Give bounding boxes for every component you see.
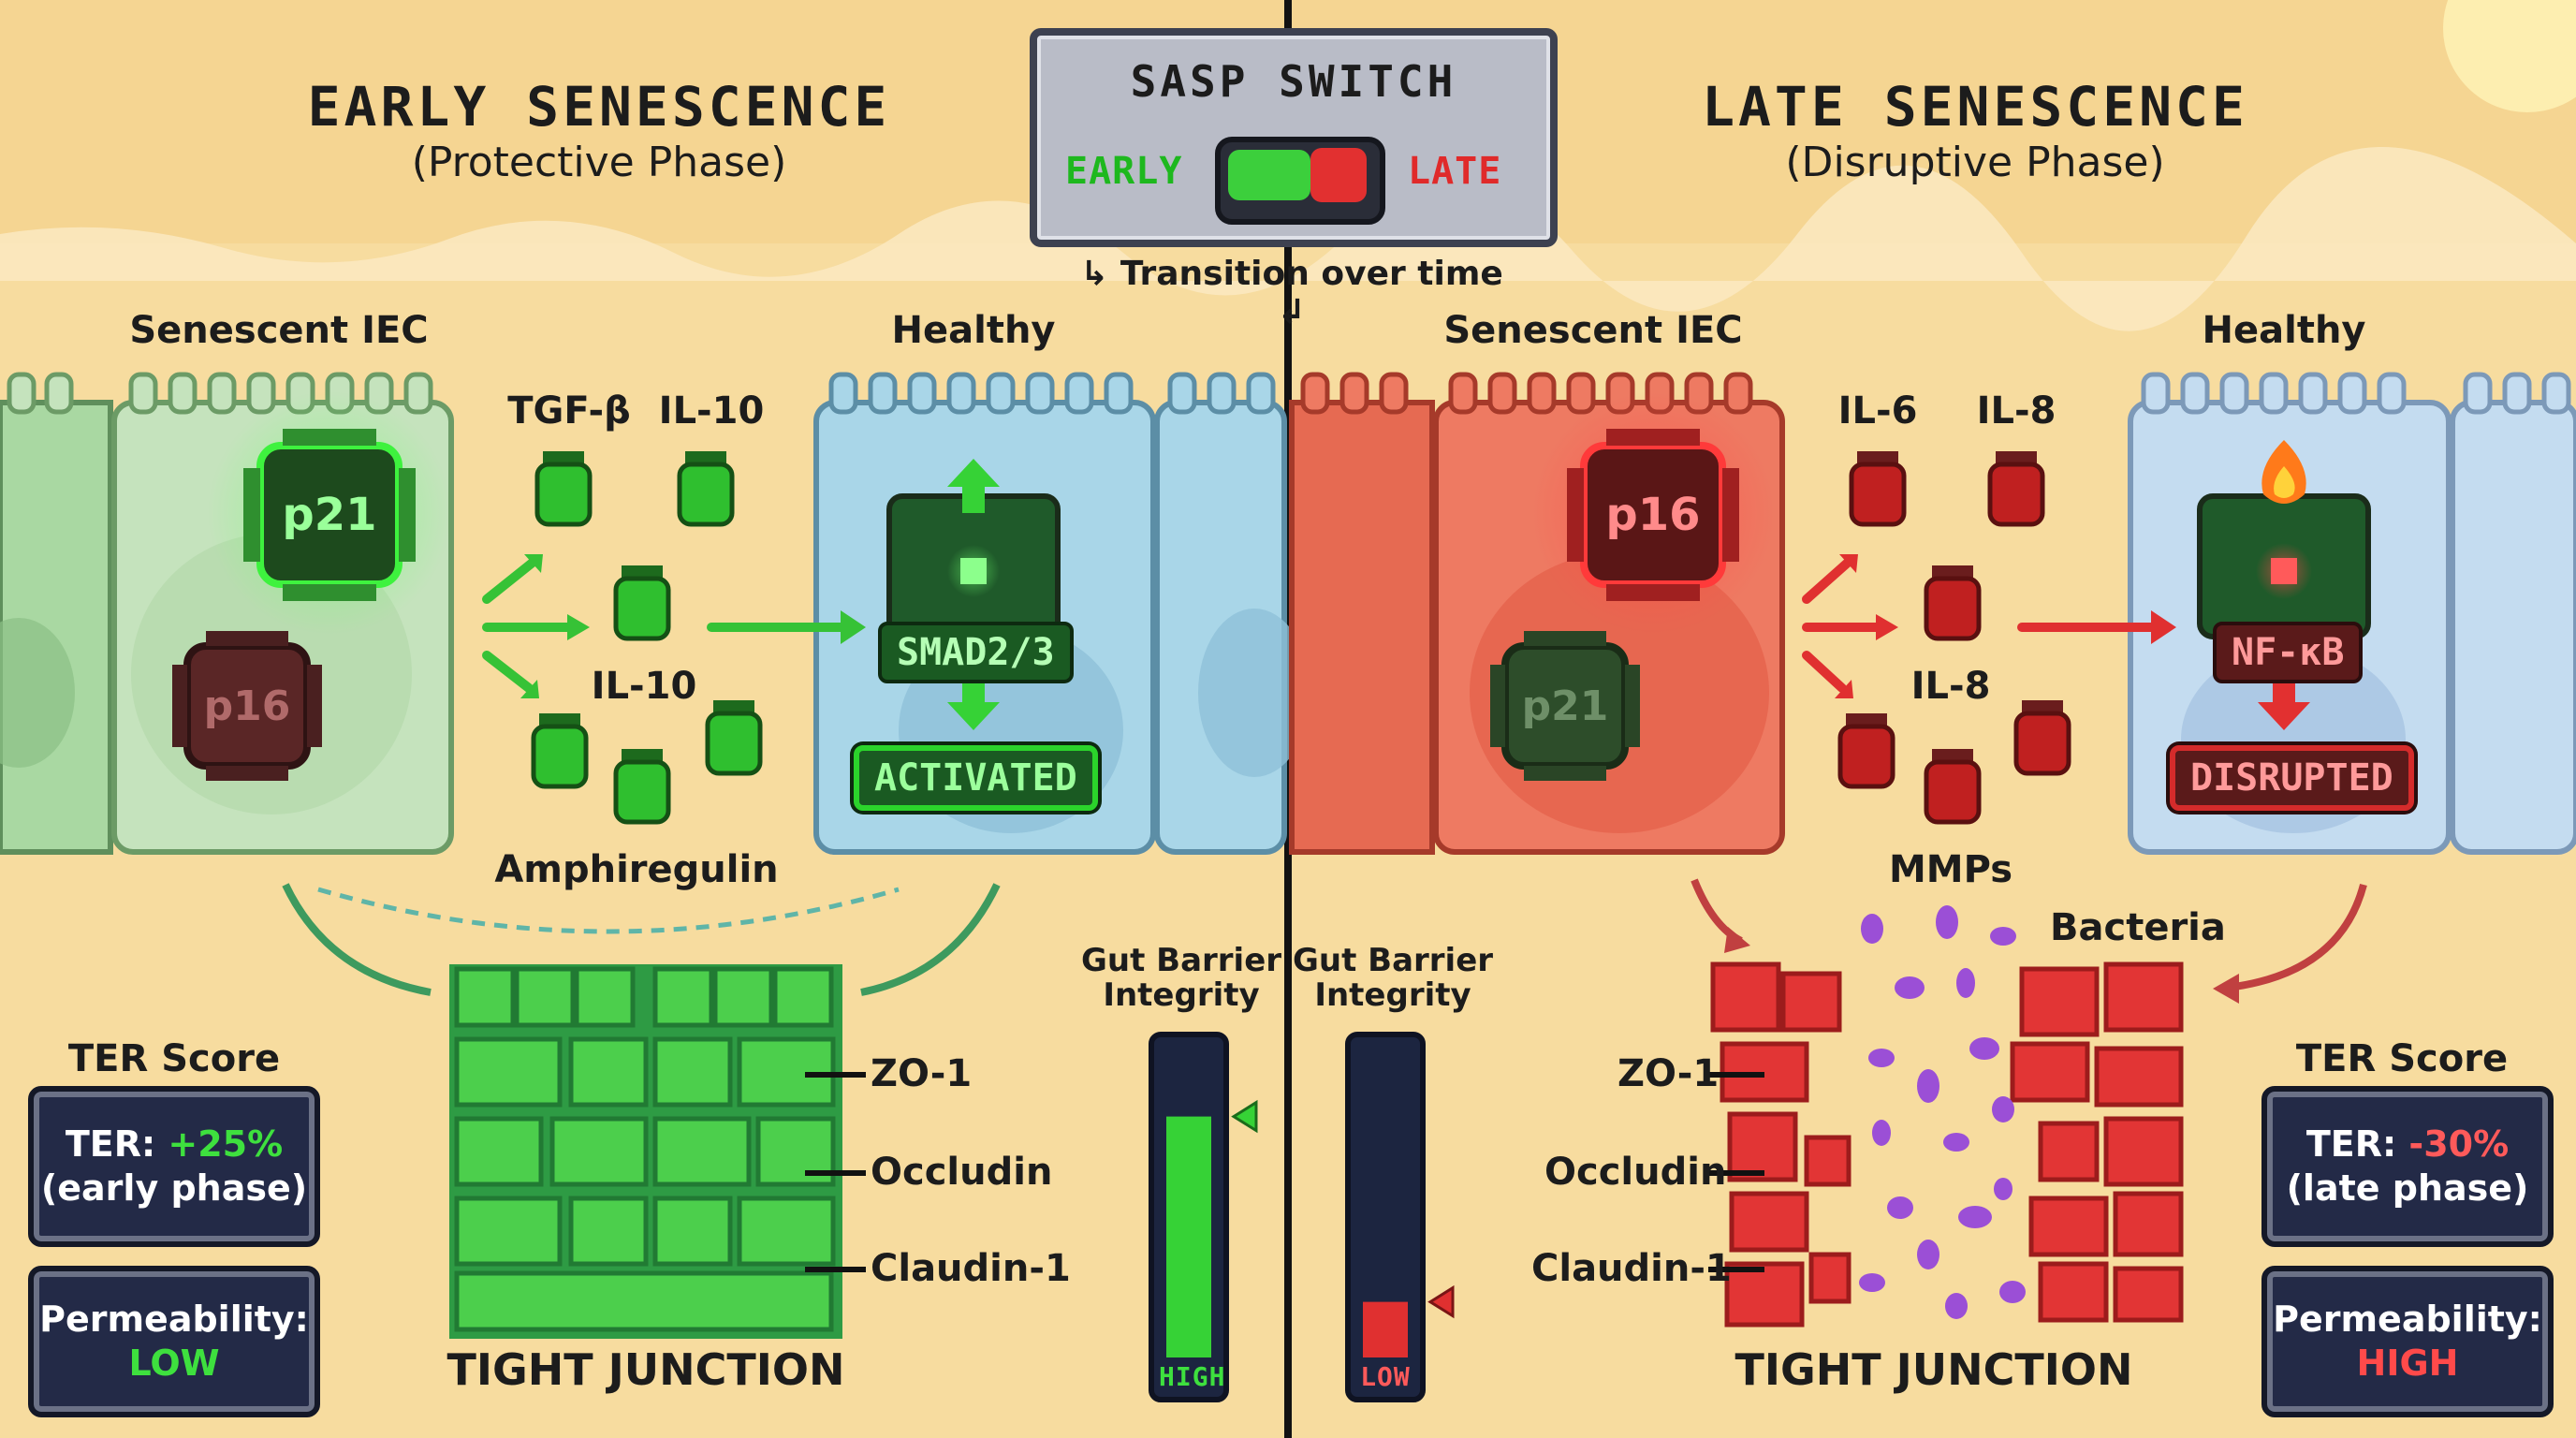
switch-early-label: EARLY bbox=[1065, 150, 1183, 193]
switch-red-knob bbox=[1310, 148, 1367, 202]
late-gauge-fill bbox=[1363, 1301, 1408, 1357]
early-perm-value: LOW bbox=[128, 1343, 220, 1384]
early-healthy-label: Healthy bbox=[891, 309, 1056, 352]
late-protein-claudin: Claudin-1 bbox=[1531, 1247, 1732, 1290]
late-ter-value: -30% bbox=[2408, 1123, 2510, 1165]
early-factor-amphiregulin: Amphiregulin bbox=[494, 848, 779, 891]
late-permeability-panel: Permeability: HIGH bbox=[2261, 1266, 2554, 1417]
late-perm-value: HIGH bbox=[2356, 1343, 2459, 1384]
early-gauge-pointer bbox=[1231, 1099, 1258, 1134]
late-perm-label: Permeability: bbox=[2273, 1298, 2542, 1340]
early-title: EARLY SENESCENCE bbox=[307, 75, 891, 139]
early-protein-claudin: Claudin-1 bbox=[871, 1247, 1071, 1290]
early-ter-line: TER: +25% bbox=[34, 1123, 315, 1167]
wave-line bbox=[0, 146, 2576, 331]
early-barrier-title-line2: Integrity bbox=[1103, 976, 1260, 1015]
switch-green-half bbox=[1228, 150, 1310, 200]
smad-label: SMAD2/3 bbox=[878, 622, 1074, 683]
late-title: LATE SENESCENCE bbox=[1702, 75, 2248, 139]
early-ter-phase: (early phase) bbox=[40, 1167, 308, 1209]
early-factor-il10-b: IL-10 bbox=[591, 665, 697, 708]
early-protein-zo1: ZO-1 bbox=[871, 1052, 973, 1095]
switch-late-label: LATE bbox=[1408, 150, 1502, 193]
late-factor-il8-b: IL-8 bbox=[1910, 665, 1991, 708]
late-healthy-label: Healthy bbox=[2202, 309, 2366, 352]
early-ter-value: +25% bbox=[168, 1123, 284, 1165]
sun bbox=[2443, 0, 2576, 112]
up-arrow bbox=[947, 459, 1000, 513]
early-protein-occludin: Occludin bbox=[871, 1151, 1053, 1194]
early-gauge-fill bbox=[1166, 1116, 1211, 1357]
late-barrier-title-line2: Integrity bbox=[1314, 976, 1471, 1015]
bacteria-cluster bbox=[1859, 905, 2026, 1319]
late-p16-label: p16 bbox=[1605, 489, 1701, 541]
early-factor-il10-a: IL-10 bbox=[658, 389, 765, 433]
early-permeability-panel: Permeability: LOW bbox=[28, 1266, 320, 1417]
early-barrier-value: HIGH bbox=[1159, 1361, 1226, 1392]
late-factor-il8-a: IL-8 bbox=[1976, 389, 2056, 433]
late-barrier-title-line1: Gut Barrier bbox=[1292, 942, 1494, 979]
late-ter-panel: TER: -30% (late phase) bbox=[2261, 1086, 2554, 1247]
sasp-switch-panel: SASP SWITCH EARLY LATE bbox=[1030, 28, 1558, 247]
transition-text: Transition over time bbox=[1120, 255, 1503, 293]
late-vials bbox=[1837, 451, 2071, 825]
late-p21-label: p21 bbox=[1521, 682, 1609, 730]
late-barrier-title: Gut Barrier Integrity bbox=[1292, 942, 1494, 1015]
nfkb-state-badge: DISRUPTED bbox=[2170, 745, 2414, 811]
early-p21-label: p21 bbox=[282, 489, 377, 541]
early-subtitle: (Protective Phase) bbox=[411, 139, 787, 186]
late-subtitle: (Disruptive Phase) bbox=[1785, 139, 2165, 186]
late-senescent-label: Senescent IEC bbox=[1443, 309, 1743, 352]
early-perm-label: Permeability: bbox=[39, 1298, 309, 1340]
late-ter-title: TER Score bbox=[2295, 1037, 2509, 1080]
transition-note: ↳ Transition over time ↲ bbox=[1076, 255, 1507, 331]
early-ter-title: TER Score bbox=[67, 1037, 281, 1080]
late-barrier-value: LOW bbox=[1360, 1361, 1411, 1392]
early-factor-tgfb: TGF-β bbox=[507, 389, 631, 433]
early-vials bbox=[531, 451, 763, 825]
late-factor-mmps: MMPs bbox=[1888, 848, 2013, 891]
down-arrow-red bbox=[2258, 683, 2310, 730]
early-ter-panel: TER: +25% (early phase) bbox=[28, 1086, 320, 1247]
early-junction-title: TIGHT JUNCTION bbox=[446, 1344, 845, 1395]
late-ter-phase: (late phase) bbox=[2286, 1167, 2529, 1209]
late-barrier-gauge bbox=[1345, 1032, 1455, 1402]
switch-toggle[interactable] bbox=[1215, 137, 1385, 225]
early-barrier-gauge bbox=[1149, 1032, 1258, 1402]
transition-arrow-right-icon: ↲ bbox=[1277, 293, 1307, 331]
late-ter-line: TER: -30% bbox=[2267, 1123, 2548, 1167]
switch-title: SASP SWITCH bbox=[1130, 56, 1457, 107]
early-ter-prefix: TER: bbox=[65, 1123, 156, 1165]
late-gauge-pointer bbox=[1427, 1284, 1455, 1319]
late-junction-title: TIGHT JUNCTION bbox=[1734, 1344, 2133, 1395]
smad-state-badge: ACTIVATED bbox=[854, 745, 1098, 811]
bacteria-label: Bacteria bbox=[2050, 906, 2226, 949]
early-senescent-label: Senescent IEC bbox=[129, 309, 429, 352]
late-factor-il6: IL-6 bbox=[1837, 389, 1918, 433]
late-protein-zo1: ZO-1 bbox=[1617, 1052, 1720, 1095]
early-p16-label: p16 bbox=[203, 682, 291, 730]
early-barrier-title-line1: Gut Barrier bbox=[1080, 942, 1282, 979]
down-arrow bbox=[947, 683, 1000, 730]
nfkb-label: NF-κB bbox=[2213, 622, 2364, 683]
late-tight-junction bbox=[1710, 961, 2184, 1328]
early-barrier-title: Gut Barrier Integrity bbox=[1080, 942, 1282, 1015]
early-tight-junction bbox=[449, 964, 842, 1339]
late-protein-occludin: Occludin bbox=[1544, 1151, 1727, 1194]
late-ter-prefix: TER: bbox=[2305, 1123, 2397, 1165]
transition-arrow-left-icon: ↳ bbox=[1080, 255, 1120, 293]
